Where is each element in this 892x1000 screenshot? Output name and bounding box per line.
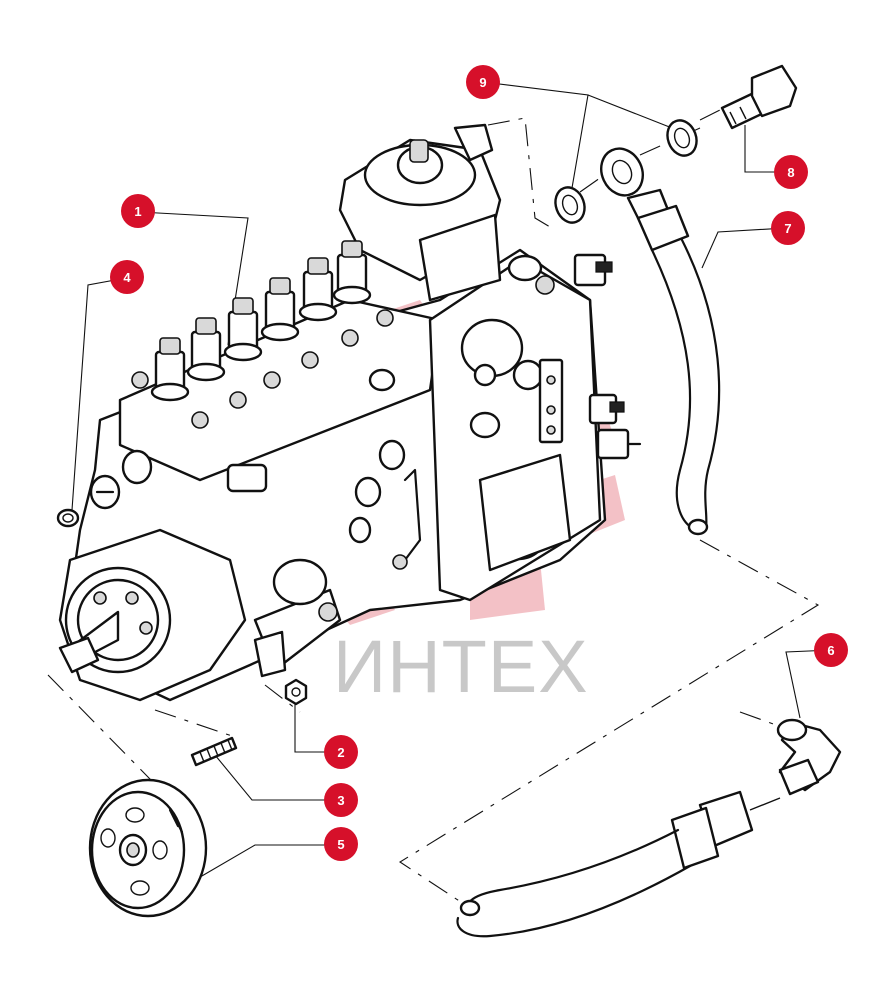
callout-6: 6 [814,633,848,667]
callout-6-label: 6 [827,643,834,658]
callout-5-label: 5 [337,837,344,852]
callout-9: 9 [466,65,500,99]
callout-4: 4 [110,260,144,294]
callout-9-label: 9 [479,75,486,90]
element-nuts [131,309,394,429]
delivery-valves [150,240,372,402]
part-7-fuel-line [600,147,721,536]
callout-2: 2 [324,735,358,769]
injection-pump [58,123,642,702]
callout-1-label: 1 [134,204,141,219]
callout-2-label: 2 [337,745,344,760]
part-5-drive-gear [88,778,208,918]
part-6-fuel-line-elbow [456,718,842,938]
callout-7-label: 7 [784,221,791,236]
callout-3-label: 3 [337,793,344,808]
callout-8-label: 8 [787,165,794,180]
part-9-washers [554,119,698,224]
callout-3: 3 [324,783,358,817]
part-4-seal-ring [56,508,80,528]
part-8-banjo-bolt [720,64,798,130]
callout-8: 8 [774,155,808,189]
part-3-spring [190,736,238,767]
part-2-nut [284,678,308,706]
callout-7: 7 [771,211,805,245]
callout-1: 1 [121,194,155,228]
callout-4-label: 4 [123,270,131,285]
watermark-text: ИНТЕХ [333,625,589,708]
callouts: 1 2 3 4 5 6 7 8 [110,65,848,861]
callout-5: 5 [324,827,358,861]
